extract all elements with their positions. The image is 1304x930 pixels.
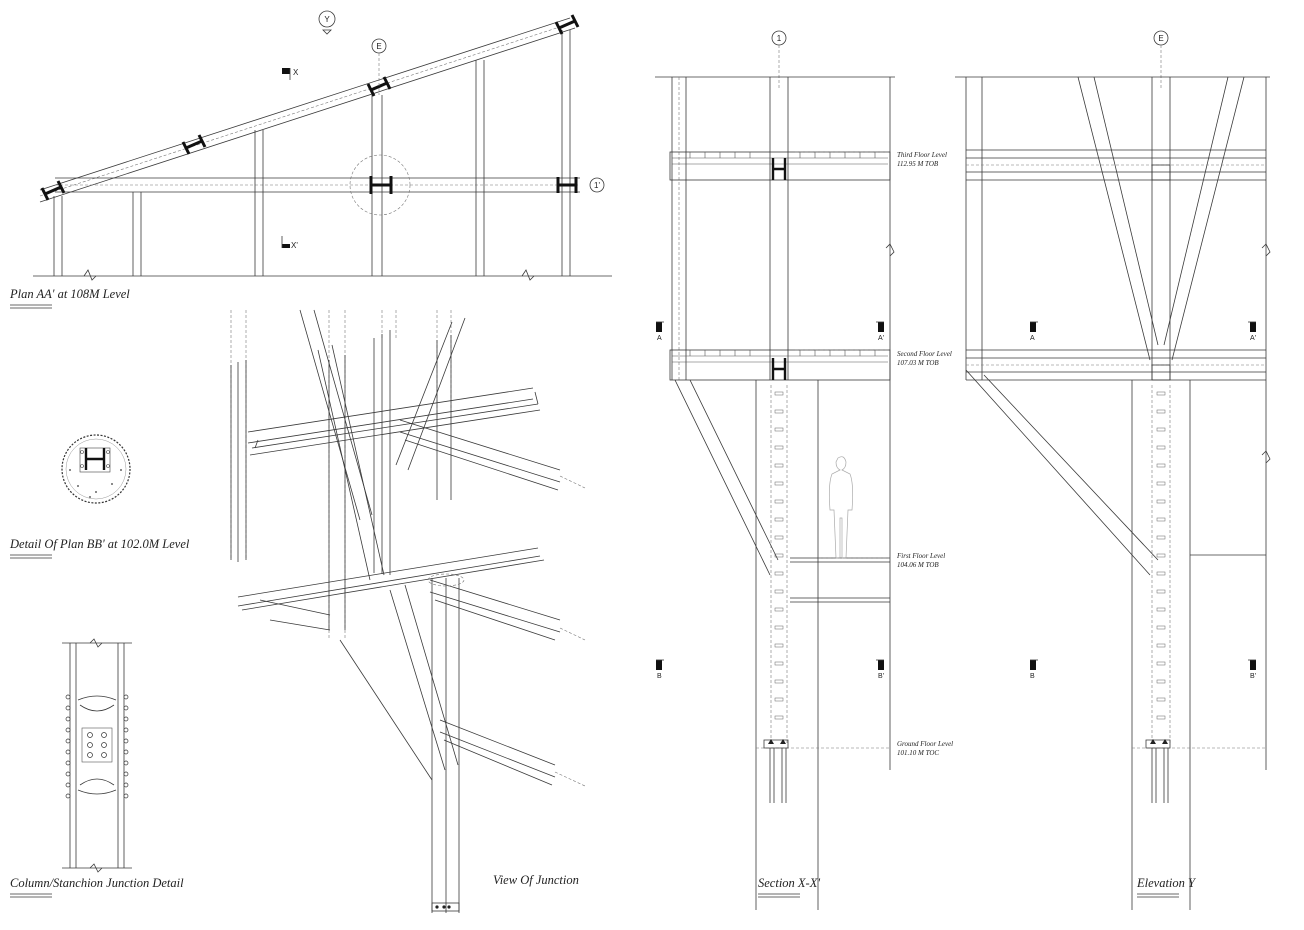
elevation-tag-a: A xyxy=(1030,335,1035,342)
elevation-y-title: Elevation Y xyxy=(1136,876,1197,890)
elevation-tag-b: B xyxy=(1030,673,1035,680)
level-3-name: Third Floor Level xyxy=(897,151,947,159)
level-notes: Third Floor Level 112.95 M TOB Second Fl… xyxy=(896,151,953,757)
column-detail-title: Column/Stanchion Junction Detail xyxy=(10,876,184,890)
level-3-value: 112.95 M TOB xyxy=(897,160,939,168)
section-tag-a-prime: A' xyxy=(878,335,884,342)
section-xx-drawing: 1 xyxy=(655,30,895,910)
junction-view-drawing xyxy=(230,309,586,913)
elevation-tag-a-prime: A' xyxy=(1250,335,1256,342)
section-marker-x: X xyxy=(293,68,299,77)
section-xx-title: Section X-X' xyxy=(758,876,820,890)
plan-bb-drawing xyxy=(61,434,131,504)
scale-bar xyxy=(10,304,52,309)
level-2-value: 107.03 M TOB xyxy=(897,359,939,367)
level-0-name: Ground Floor Level xyxy=(897,740,953,748)
grid-label-e: E xyxy=(376,42,381,51)
elevation-grid-label: E xyxy=(1158,34,1163,43)
level-2-name: Second Floor Level xyxy=(897,350,952,358)
grid-label-y: Y xyxy=(324,15,330,24)
junction-view-title: View Of Junction xyxy=(493,873,579,887)
section-tag-a: A xyxy=(657,335,662,342)
plan-aa-drawing: Y E 1' X X' xyxy=(33,10,612,281)
section-marker-x-prime: X' xyxy=(291,241,298,250)
grid-bubble-y xyxy=(318,10,336,28)
section-tag-b-prime: B' xyxy=(878,673,884,680)
level-1-name: First Floor Level xyxy=(896,552,945,560)
grid-bubble-1 xyxy=(589,177,605,193)
section-tag-b: B xyxy=(657,673,662,680)
level-1-value: 104.06 M TOB xyxy=(897,561,939,569)
level-0-value: 101.10 M TOC xyxy=(897,749,939,757)
elevation-y-drawing: E xyxy=(955,30,1271,910)
grid-label-1: 1' xyxy=(594,181,600,190)
section-grid-label: 1 xyxy=(777,34,782,43)
elevation-tag-b-prime: B' xyxy=(1250,673,1256,680)
column-junction-drawing xyxy=(62,638,132,873)
plan-aa-title: Plan AA' at 108M Level xyxy=(9,287,130,301)
plan-bb-title: Detail Of Plan BB' at 102.0M Level xyxy=(9,537,190,551)
